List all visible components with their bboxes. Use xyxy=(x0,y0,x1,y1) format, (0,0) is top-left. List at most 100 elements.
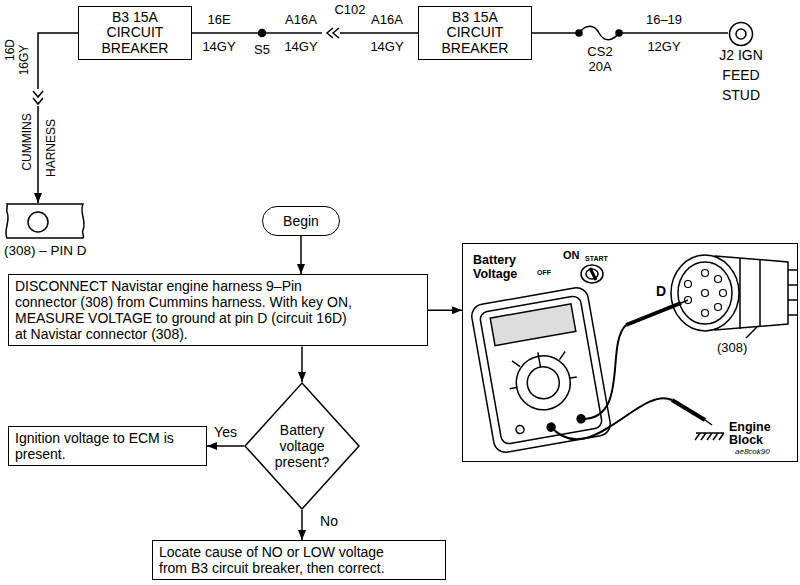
wire-color: 14GY xyxy=(370,40,403,53)
wire-color: 12GY xyxy=(647,40,680,53)
harness-name: CUMMINS xyxy=(21,113,33,170)
harness-connector: (308) – PIN D xyxy=(3,203,87,239)
callout-text: Engine Block xyxy=(729,421,779,447)
connector-label: (308) – PIN D xyxy=(4,243,87,258)
step-text: DISCONNECT Navistar engine harness 9–Pin… xyxy=(15,278,361,342)
wire-number: A16A xyxy=(285,13,317,26)
key xyxy=(590,268,596,280)
connector-shell xyxy=(671,255,739,331)
edge-label: Yes xyxy=(212,424,239,440)
key-cylinder xyxy=(586,269,598,279)
wire-number: 16E xyxy=(207,13,230,26)
connector xyxy=(301,510,303,540)
key-switch xyxy=(581,265,603,283)
multimeter-knob xyxy=(525,364,562,401)
probe xyxy=(626,303,681,325)
stud-ring xyxy=(730,23,753,46)
connector-outline xyxy=(6,204,84,238)
action-box: Locate cause of NO or LOW voltage from B… xyxy=(152,540,446,580)
multimeter-display xyxy=(490,304,576,346)
wire-gap xyxy=(322,27,340,39)
meter-jack xyxy=(576,414,585,423)
connector-pin xyxy=(720,290,727,297)
start-terminal: Begin xyxy=(262,206,340,236)
fuse-terminal xyxy=(616,30,622,36)
callout-text: D xyxy=(656,284,666,299)
wire-number: 16–19 xyxy=(646,13,682,26)
multimeter-dial xyxy=(512,352,575,415)
multimeter-face xyxy=(479,295,603,445)
stud-label: J2 IGN FEED STUD xyxy=(709,45,773,105)
harness-name: HARNESS xyxy=(45,119,57,177)
connector xyxy=(428,309,462,311)
connector-pin xyxy=(702,290,709,297)
leader-line xyxy=(746,326,758,338)
connector-body xyxy=(715,256,788,330)
meter-jack xyxy=(546,422,555,431)
callout-text: OFF xyxy=(537,269,551,277)
probe xyxy=(672,400,705,420)
fuse-rating: 20A xyxy=(588,60,611,73)
decision-diamond: Battery voltage present? xyxy=(244,382,360,510)
breaker-label: B3 15A CIRCUIT BREAKER xyxy=(437,10,513,56)
decision-text: Battery voltage present? xyxy=(266,422,338,470)
connector-pin xyxy=(685,297,692,304)
connector-pin xyxy=(715,304,722,311)
connector xyxy=(207,445,244,447)
callout-text: START xyxy=(585,255,608,263)
wire-number: A16A xyxy=(371,13,403,26)
callout-text: ae8cok90 xyxy=(735,448,770,457)
test-lead xyxy=(551,398,672,439)
circuit-breaker-box: B3 15A CIRCUIT BREAKER xyxy=(78,6,192,60)
ground-symbol xyxy=(695,433,724,440)
breaker-label: B3 15A CIRCUIT BREAKER xyxy=(97,10,173,56)
probe-tip xyxy=(681,300,688,303)
callout-text: ON xyxy=(563,249,580,261)
terminal-text: Begin xyxy=(283,213,319,229)
callout-text: (308) xyxy=(717,341,747,355)
action-text: Locate cause of NO or LOW voltage from B… xyxy=(159,544,399,576)
splice-dot xyxy=(259,30,266,37)
connector-face xyxy=(28,212,48,232)
connector xyxy=(192,32,418,34)
fuse-terminal xyxy=(576,30,582,36)
edge-label: No xyxy=(318,513,340,529)
fuse-symbol xyxy=(579,26,619,40)
wire-color: 14GY xyxy=(284,40,317,53)
connector xyxy=(38,33,78,203)
connector-symbol xyxy=(327,28,339,38)
ignition-feed-stud: J2 IGN FEED STUD xyxy=(728,21,754,47)
result-text: Ignition voltage to ECM is present. xyxy=(15,430,200,462)
wire-color: 16GY xyxy=(18,45,30,76)
fuse-name: CS2 xyxy=(587,45,612,58)
splice-name: S5 xyxy=(254,43,270,56)
plug-shape xyxy=(3,203,87,239)
connector xyxy=(301,346,303,382)
wire-color: 14GY xyxy=(202,40,235,53)
probe-tip xyxy=(705,420,712,425)
wire-gap xyxy=(582,27,616,39)
stud-core xyxy=(736,29,746,39)
meter-illustration-panel: Battery Voltage ON START OFF D (308) Engine Bl… xyxy=(462,243,798,462)
dial-ticks xyxy=(504,346,576,388)
connector-pin xyxy=(715,276,722,283)
wire-gap xyxy=(32,89,44,106)
connector-pin xyxy=(702,310,709,317)
stud-shape xyxy=(728,21,754,47)
wire-number: 16D xyxy=(4,39,16,61)
connector-insert xyxy=(678,262,732,324)
connector-pin xyxy=(685,281,692,288)
result-box: Ignition voltage to ECM is present. xyxy=(8,426,207,466)
connector-ridges xyxy=(740,258,797,329)
connector-name: C102 xyxy=(334,3,365,16)
test-lead xyxy=(581,325,626,419)
connector-symbol xyxy=(33,91,43,104)
process-box: DISCONNECT Navistar engine harness 9–Pin… xyxy=(8,274,428,346)
circuit-breaker-box: B3 15A CIRCUIT BREAKER xyxy=(418,6,532,60)
connector-pin xyxy=(702,270,709,277)
multimeter-body xyxy=(470,286,612,454)
callout-text: Battery Voltage xyxy=(473,253,535,281)
connector xyxy=(300,236,302,274)
diamond-outline xyxy=(245,383,359,509)
meter-jack xyxy=(515,425,524,434)
